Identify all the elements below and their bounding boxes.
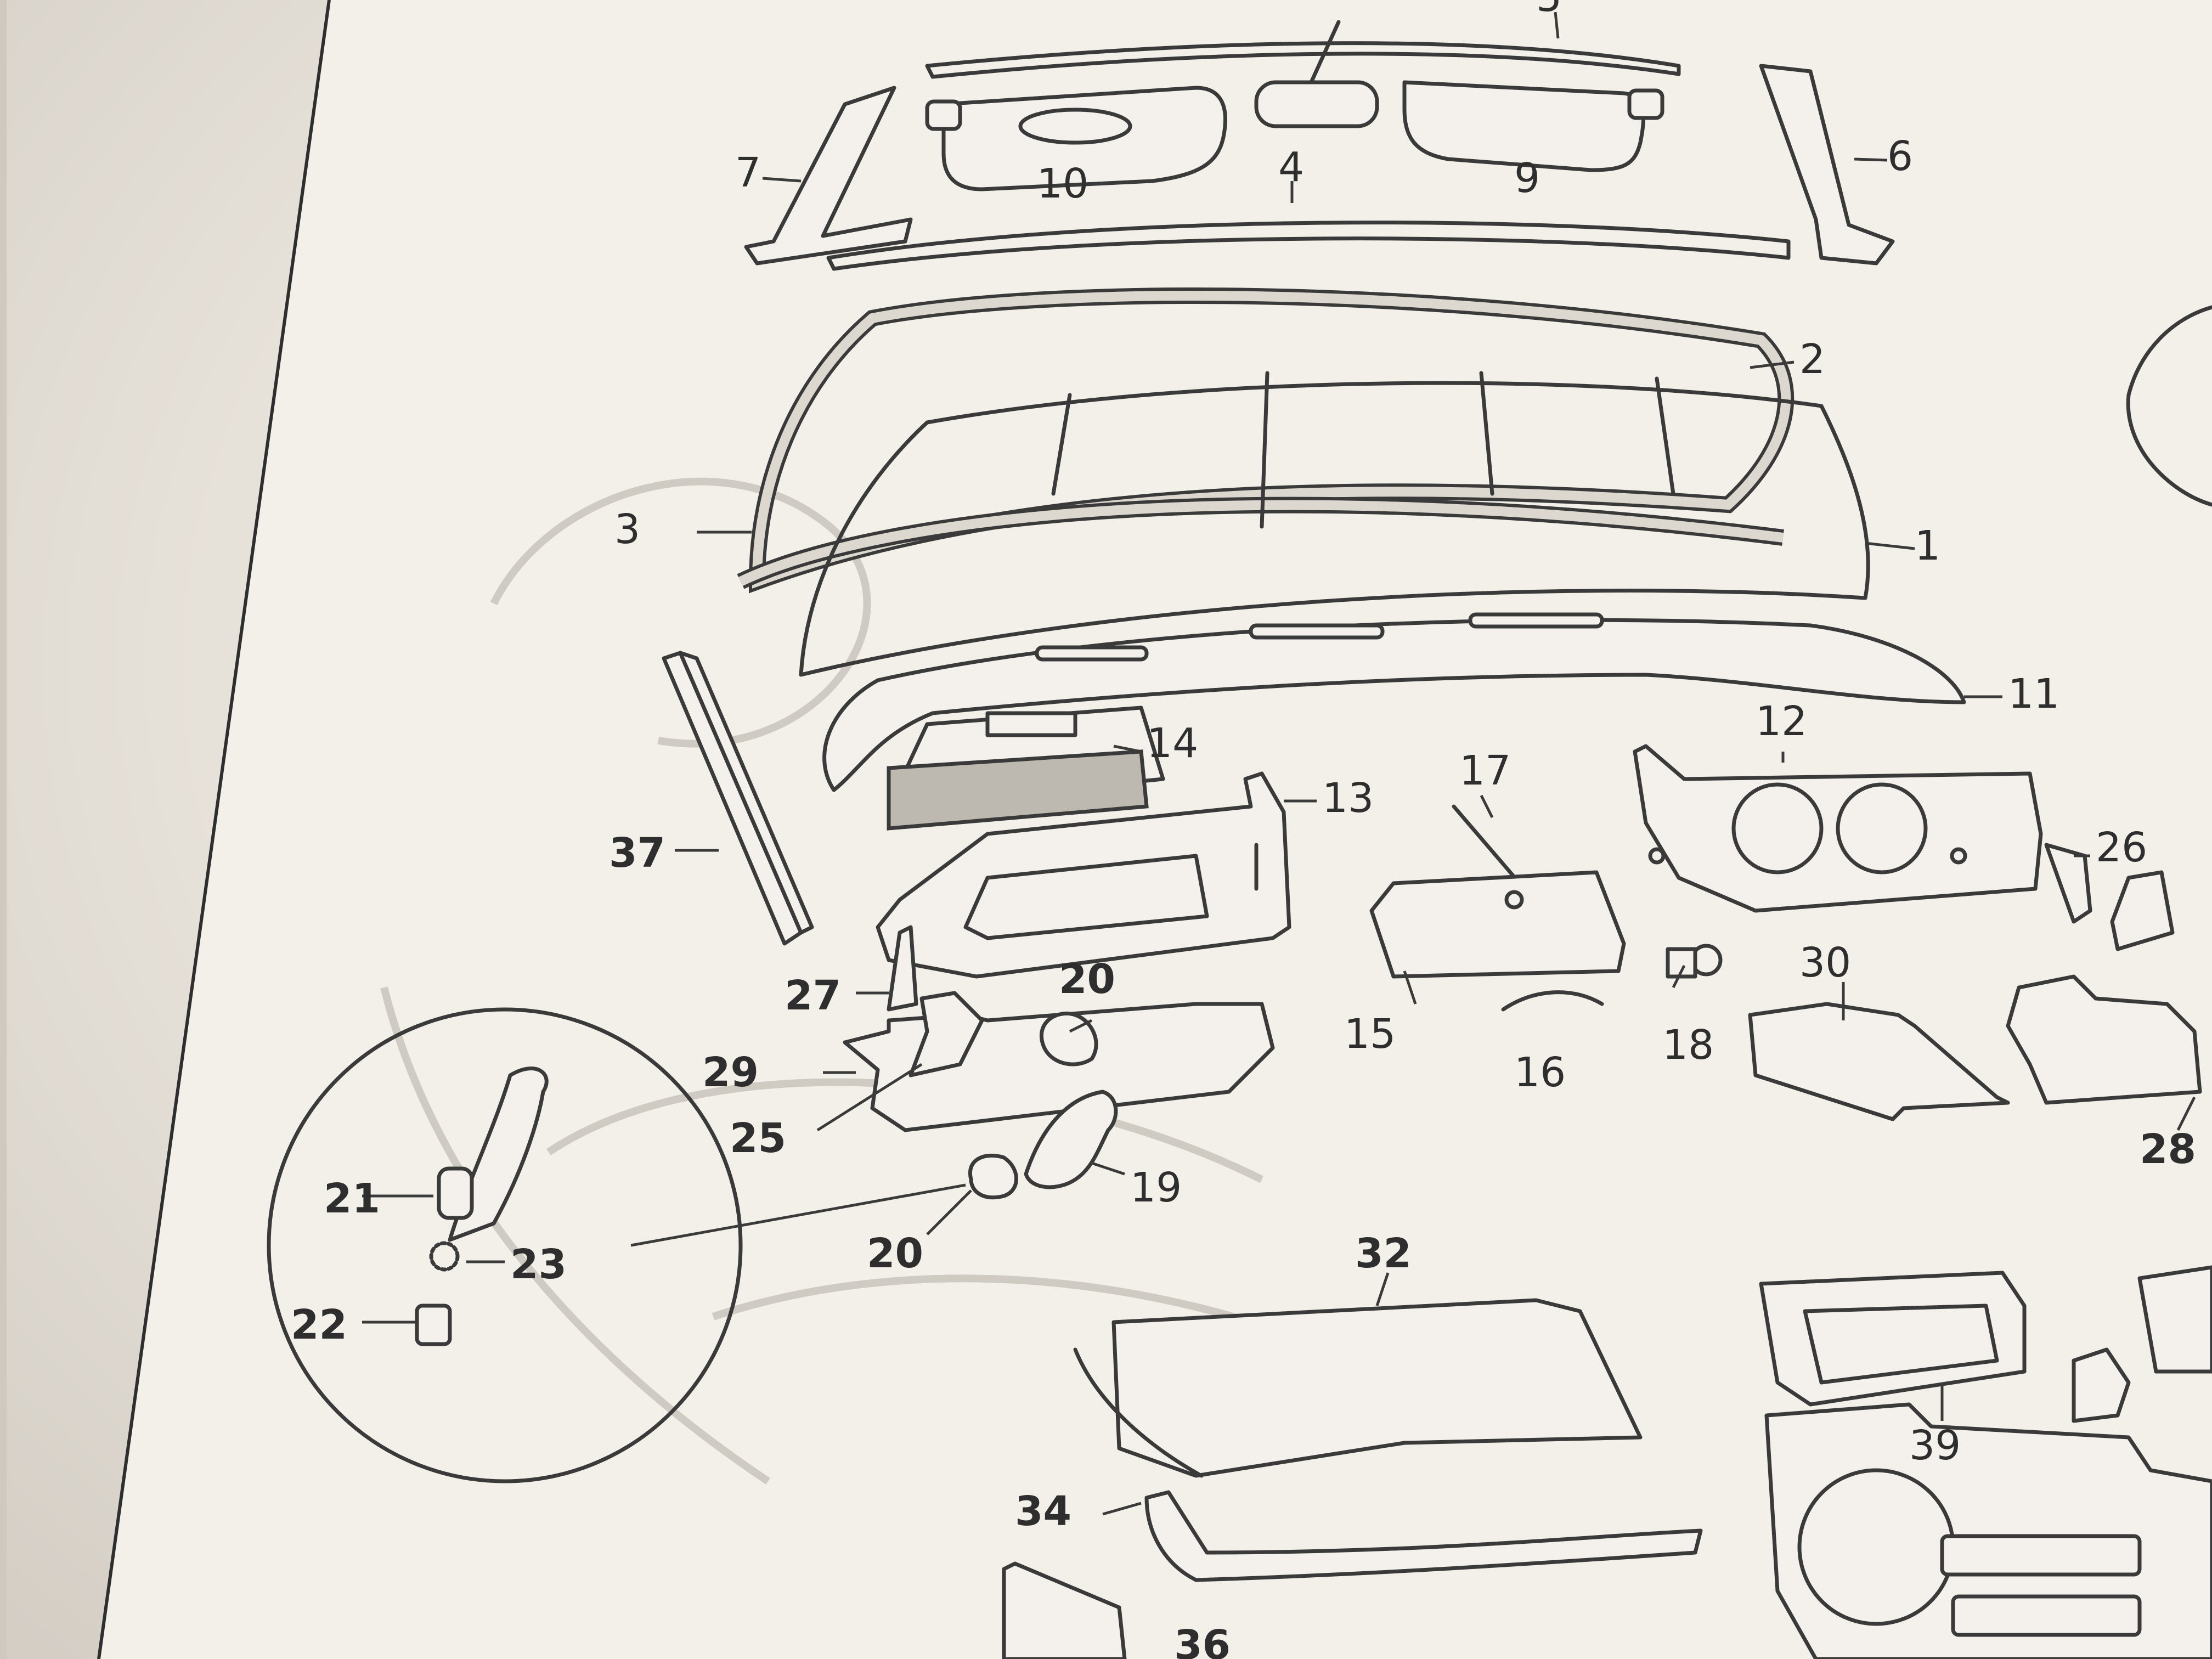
part-4-header-trim: [826, 221, 1791, 271]
part-18-lock: [1666, 944, 1723, 979]
callout-10: 10: [1037, 160, 1088, 207]
part-30-trim: [1748, 1002, 2010, 1121]
part-11-dash-top-roll: [822, 612, 1966, 792]
callout-22: 22: [291, 1301, 347, 1348]
rear-view-mirror: [1254, 20, 1379, 128]
callout-37: 37: [609, 830, 665, 877]
callout-32: 32: [1355, 1230, 1412, 1277]
callout-1: 1: [1915, 522, 1940, 569]
callout-2: 2: [1799, 336, 1825, 383]
callout-6: 6: [1887, 133, 1913, 180]
show-through-ghost: [380, 477, 1318, 1485]
callout-9: 9: [1514, 155, 1540, 202]
edge-part-outline: [2126, 305, 2212, 507]
part-17-strap: [1452, 804, 1522, 885]
part-39-console-box: [1759, 1271, 2027, 1407]
callout-21: 21: [324, 1175, 380, 1222]
callout-16: 16: [1514, 1049, 1566, 1096]
part-20-lower-mount: [968, 1153, 1018, 1200]
callout-29: 29: [702, 1049, 759, 1096]
callout-17: 17: [1459, 747, 1511, 794]
part-1-windscreen-glass: [799, 371, 1870, 677]
callout-25: 25: [730, 1115, 786, 1162]
callout-14: 14: [1147, 720, 1198, 767]
part-25-bracket: [909, 991, 984, 1077]
callout-4: 4: [1278, 144, 1304, 191]
callout-18: 18: [1662, 1022, 1714, 1069]
part-19-grab-handle: [1024, 1090, 1118, 1189]
part-28-right-trim-panel: [2006, 974, 2202, 1105]
part-2-3-windscreen-seal: [737, 287, 1795, 594]
part-15-glovebox-lid: [1369, 870, 1626, 979]
console-surround: [1764, 1265, 2212, 1659]
leader-lines: [362, 12, 2196, 1516]
part-7-left-pillar: [744, 86, 913, 266]
callout-5: 5: [1536, 0, 1562, 21]
callout-15: 15: [1344, 1011, 1396, 1058]
part-34-trim-strip: [1144, 1490, 1703, 1582]
detail-inset: [267, 1007, 966, 1483]
callout-3: 3: [614, 506, 640, 553]
part-13-left-dash-panel: [876, 771, 1291, 979]
callout-39: 39: [1909, 1422, 1961, 1469]
callout-labels: 1 2 3 4 5 6 7 9 10 11 12 13 14 15 16 17 …: [291, 0, 2196, 1659]
callout-28: 28: [2140, 1126, 2196, 1173]
part-26-bracket: [2044, 843, 2092, 924]
callout-27: 27: [785, 972, 841, 1019]
callout-20-lower: 20: [867, 1230, 923, 1277]
page-border-line: [97, 0, 331, 1659]
part-37-side-trim-strip: [662, 651, 814, 946]
callout-7: 7: [735, 149, 761, 196]
part-9-right-sun-visor: [1402, 80, 1664, 172]
part-12-instrument-panel: [1633, 744, 2043, 913]
callout-30: 30: [1799, 939, 1851, 986]
callout-36: 36: [1174, 1622, 1231, 1659]
callout-23: 23: [510, 1241, 567, 1288]
left-page-edge: [0, 0, 7, 1659]
callout-34: 34: [1015, 1488, 1071, 1535]
part-14-parcel-tray: [887, 706, 1165, 831]
part-36-bracket: [1002, 1561, 1127, 1659]
callout-26: 26: [2096, 824, 2147, 871]
callout-20-upper: 20: [1059, 956, 1115, 1003]
callout-12: 12: [1756, 698, 1807, 745]
callout-11: 11: [2008, 670, 2059, 718]
part-5-top-rail: [925, 41, 1681, 79]
part-26-side-bracket: [2110, 870, 2175, 951]
part-6-right-pillar: [1759, 64, 1895, 266]
callout-13: 13: [1322, 775, 1374, 822]
part-32-glovebox: [1073, 1298, 1643, 1478]
callout-19: 19: [1130, 1164, 1182, 1211]
part-27-bracket: [887, 925, 918, 1012]
part-16-handle: [1501, 990, 1604, 1012]
part-10-left-sun-visor: [925, 86, 1227, 191]
